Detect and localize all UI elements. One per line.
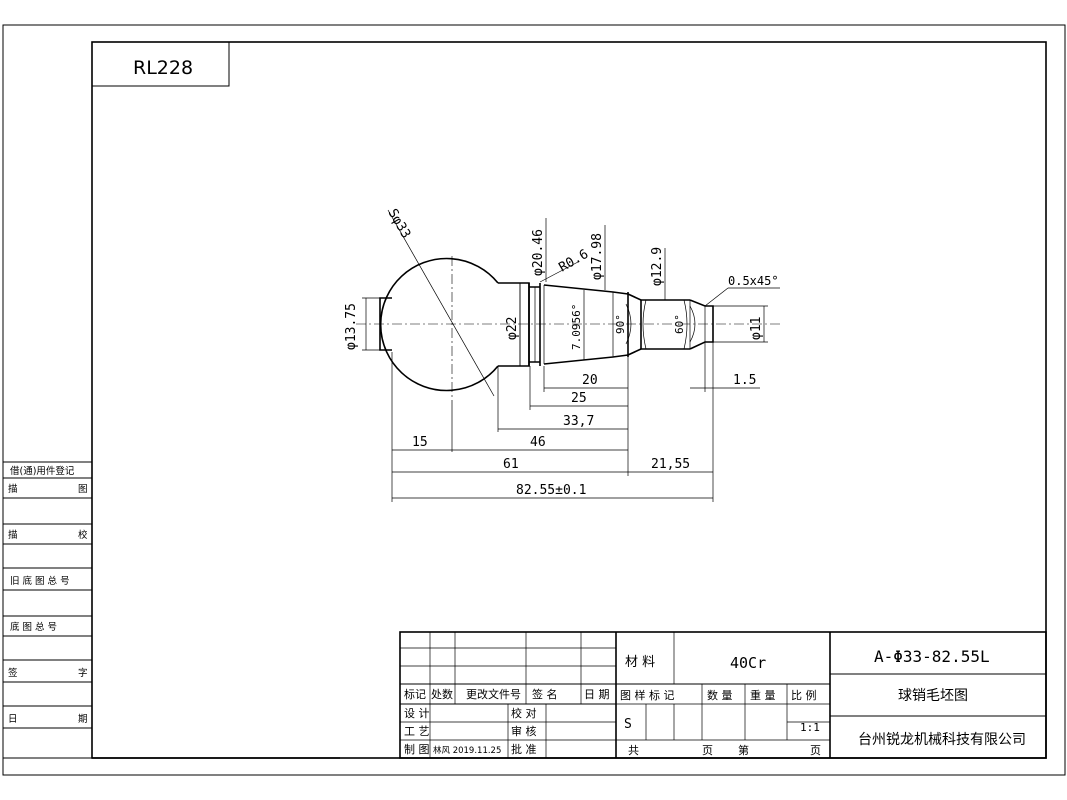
dim-chamfer: 0.5x45° [728,274,779,288]
dim-len-61: 61 [503,457,519,472]
panel-label: 描 [8,483,18,495]
label-check: 校 对 [511,706,537,720]
panel-label: 签 [8,667,18,679]
panel-label: 字 [78,667,88,679]
panel-label: 图 [78,484,88,495]
panel-label: 底 图 总 号 [10,621,57,633]
header-date: 日 期 [584,688,610,701]
title-block: 标记 处数 更改文件号 签 名 日 期 设 计 校 对 工 艺 审 核 制 图 … [399,631,1047,759]
label-drawn: 制 图 [404,743,430,756]
part-name: 球销毛坯图 [898,688,968,704]
dimension-lines [362,209,780,502]
dim-len-15: 15 [412,435,428,450]
label-design: 设 计 [404,707,430,720]
part-number: A-Φ33-82.55L [874,647,990,666]
panel-heading: 借(通)用件登记 [10,465,75,477]
label-scale: 比 例 [791,688,817,702]
label-nth: 第 [738,743,749,757]
dim-sphere: Sφ33 [385,207,414,242]
label-process: 工 艺 [404,725,430,738]
dim-d20-46: φ20.46 [531,229,546,276]
ball-outline [379,257,499,392]
header-mark: 标记 [404,687,426,701]
company-name: 台州锐龙机械科技有限公司 [858,732,1026,748]
panel-label: 旧 底 图 总 号 [10,575,70,587]
label-review: 审 核 [511,724,537,738]
dim-d13-75: φ13.75 [344,303,359,350]
dim-d11: φ11 [749,317,764,340]
header-doc: 更改文件号 [466,687,521,701]
dim-total-length: 82.55±0.1 [516,483,586,498]
label-total: 共 [628,744,639,757]
stage-value: S [624,717,632,732]
drawing-code: RL228 [133,57,193,79]
label-weight: 重 量 [750,688,776,702]
dim-d17-98: φ17.98 [590,233,605,280]
panel-label: 校 [78,529,88,541]
panel-label: 描 [8,529,18,541]
dim-angle-90: 90° [614,314,627,334]
dim-d22: φ22 [505,317,520,340]
label-stage: 图 样 标 记 [620,688,675,702]
dimension-texts: Sφ33 φ13.75 φ22 φ20.46 R0.6 φ17.98 7.095… [344,207,779,499]
panel-label: 日 [8,714,18,725]
registration-panel: 借(通)用件登记 描 图 描 校 旧 底 图 总 号 底 图 总 号 签 字 日… [3,461,92,729]
panel-label: 期 [78,714,88,725]
outer-border [2,24,1066,776]
dim-len-1-5: 1.5 [733,373,756,388]
label-approve: 批 准 [511,742,537,756]
header-count: 处数 [431,688,453,701]
dim-angle-60: 60° [673,314,686,334]
label-page-2: 页 [810,744,821,757]
dim-d12-9: φ12.9 [650,247,665,286]
dim-len-33-7: 33,7 [563,414,594,429]
drawing-code-box [91,41,230,87]
material-value: 40Cr [730,654,766,672]
label-page: 页 [702,744,713,757]
label-material: 材 料 [625,655,655,670]
dim-len-20: 20 [582,373,598,388]
dim-len-25: 25 [571,391,587,406]
dim-len-46: 46 [530,435,546,450]
end-tip [689,299,714,350]
dim-len-21-55: 21,55 [651,457,690,472]
part-outline [356,256,782,400]
label-quantity: 数 量 [707,689,733,702]
drawn-by: 林风 2019.11.25 [433,745,501,756]
dim-r0-6: R0.6 [557,247,592,276]
scale-value: 1:1 [800,721,820,734]
dim-taper-angle: 7.0956° [570,304,583,350]
header-sign: 签 名 [532,687,558,701]
